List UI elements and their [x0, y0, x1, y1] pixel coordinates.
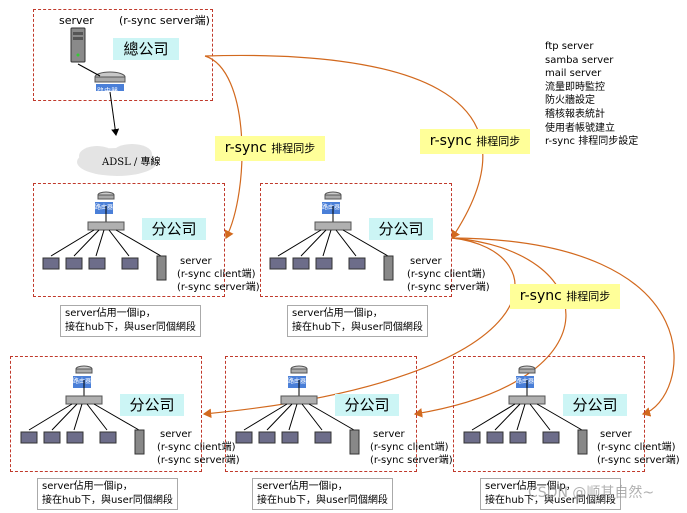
- hq-router-icon: [94, 71, 126, 91]
- branch-network-icon: [235, 365, 360, 455]
- sync-label-1: r-sync 排程同步: [215, 136, 325, 161]
- branch-router-label: 路由器: [73, 376, 92, 388]
- branch-note: server佔用一個ip，接在hub下，與user同個網段: [287, 305, 428, 337]
- hq-router-label: 路由器: [97, 87, 118, 95]
- branch-title: 分公司: [142, 218, 206, 240]
- branch-role-server: (r-sync server端): [370, 455, 453, 466]
- watermark: CSDN @顺其自然~: [528, 485, 655, 501]
- branch-role-client: (r-sync client端): [597, 442, 676, 453]
- branch-role-client: (r-sync client端): [157, 442, 236, 453]
- branch-group: [260, 183, 452, 297]
- hq-title: 總公司: [113, 38, 179, 60]
- service-item: ftp server: [545, 41, 594, 52]
- hq-server-label: server: [59, 14, 94, 27]
- branch-group: [453, 356, 645, 472]
- branch-server-label: server: [373, 429, 405, 440]
- branch-note: server佔用一個ip，接在hub下，與user同個網段: [37, 478, 178, 510]
- branch-role-client: (r-sync client端): [177, 269, 256, 280]
- branch-title: 分公司: [120, 394, 184, 416]
- hq-server-role: (r-sync server端): [119, 14, 210, 27]
- service-item: r-sync 排程同步設定: [545, 136, 639, 148]
- services-list: ftp server samba server mail server 流量即時…: [545, 40, 638, 149]
- branch-role-server: (r-sync server端): [177, 282, 260, 293]
- branch-network-icon: [20, 365, 145, 455]
- branch-role-server: (r-sync server端): [407, 282, 490, 293]
- branch-note: server佔用一個ip，接在hub下，與user同個網段: [252, 478, 393, 510]
- service-item: 防火牆設定: [545, 95, 595, 107]
- branch-router-label: 路由器: [322, 202, 341, 214]
- branch-group: [225, 356, 417, 472]
- branch-server-text: server (r-sync client端) (r-sync server端): [370, 428, 453, 467]
- service-item: mail server: [545, 68, 602, 80]
- branch-role-server: (r-sync server端): [597, 455, 680, 466]
- service-item: 流量即時監控: [545, 81, 605, 93]
- service-item: 稽核報表統計: [545, 108, 605, 120]
- branch-title: 分公司: [369, 218, 433, 240]
- branch-router-label: 路由器: [516, 376, 535, 388]
- branch-server-label: server: [600, 429, 632, 440]
- branch-note: server佔用一個ip，接在hub下，與user同個網段: [60, 305, 201, 337]
- branch-group: [33, 183, 225, 297]
- branch-role-client: (r-sync client端): [407, 269, 486, 280]
- service-item: 使用者帳號建立: [545, 122, 615, 134]
- branch-router-label: 路由器: [95, 202, 114, 214]
- branch-server-label: server: [160, 429, 192, 440]
- branch-server-text: server (r-sync client端) (r-sync server端): [157, 428, 240, 467]
- adsl-label: ADSL / 專線: [102, 157, 161, 168]
- sync-label-2: r-sync 排程同步: [420, 129, 530, 154]
- branch-server-text: server (r-sync client端) (r-sync server端): [597, 428, 680, 467]
- branch-server-text: server (r-sync client端) (r-sync server端): [407, 255, 490, 294]
- hq-server-icon: [70, 27, 86, 63]
- hq-group: [33, 9, 213, 101]
- sync-label-3: r-sync 排程同步: [510, 284, 620, 309]
- branch-note: server佔用一個ip，接在hub下，與user同個網段: [480, 478, 621, 510]
- branch-server-label: server: [410, 256, 442, 267]
- branch-group: [10, 356, 202, 472]
- branch-title: 分公司: [563, 394, 627, 416]
- branch-title: 分公司: [335, 394, 399, 416]
- branch-network-icon: [42, 191, 167, 281]
- adsl-cloud-icon: [77, 144, 157, 176]
- branch-role-client: (r-sync client端): [370, 442, 449, 453]
- branch-network-icon: [269, 191, 394, 281]
- branch-router-label: 路由器: [288, 376, 307, 388]
- branch-server-label: server: [180, 256, 212, 267]
- branch-role-server: (r-sync server端): [157, 455, 240, 466]
- branch-server-text: server (r-sync client端) (r-sync server端): [177, 255, 260, 294]
- service-item: samba server: [545, 54, 614, 66]
- branch-network-icon: [463, 365, 588, 455]
